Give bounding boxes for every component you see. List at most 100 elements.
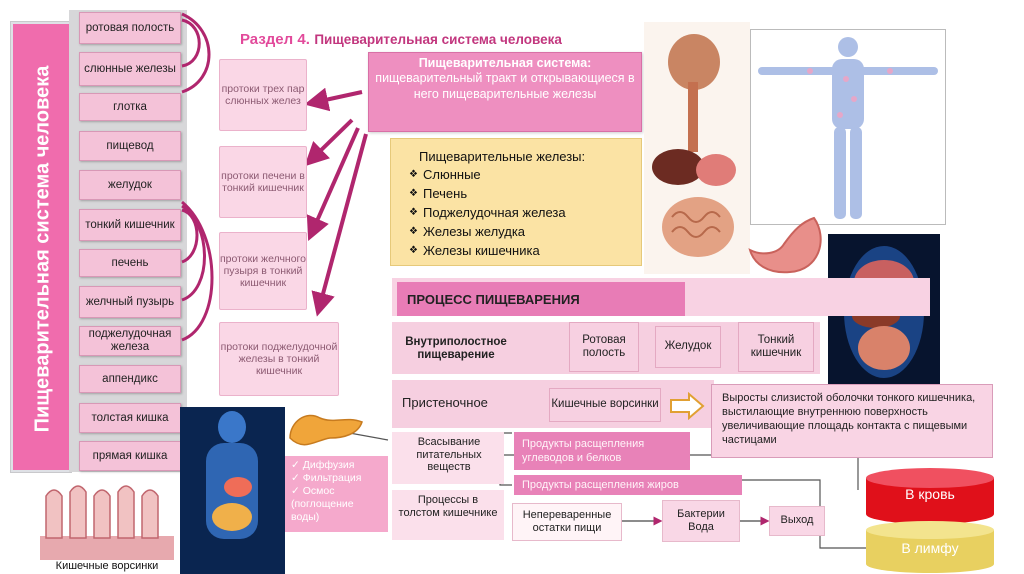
head-shape — [218, 411, 246, 443]
organ-box: пищевод — [79, 131, 181, 161]
pancreas-illustration — [289, 414, 363, 446]
undigested-text: Непереваренные остатки пищи — [522, 508, 612, 534]
carb-protein-products-text: Продукты расщепления углеводов и белков — [522, 438, 645, 464]
arrow-to-salivary — [304, 87, 363, 112]
system-definition-text: пищеварительный тракт и открывающиеся в … — [375, 71, 635, 101]
exit-box: Выход — [769, 506, 825, 536]
duct-box: протоки поджелудочной железы в тонкий ки… — [219, 322, 339, 396]
villi-label: Кишечные ворсинки — [551, 398, 659, 411]
gland-item: Слюнные — [409, 165, 641, 184]
curved-arrow — [181, 208, 199, 264]
absorption-method-text: Фильтрация — [302, 472, 362, 484]
organ-label: поджелудочная железа — [88, 328, 172, 353]
gland-item: Железы желудка — [409, 222, 641, 241]
curved-arrow — [181, 204, 206, 302]
villi-caption: Кишечные ворсинки — [55, 560, 159, 572]
organ-box: печень — [79, 249, 181, 277]
villi-base — [40, 536, 174, 560]
duct-label: протоки трех пар слюнных желез — [221, 82, 305, 107]
drum-body — [866, 530, 994, 573]
drum-body — [866, 478, 994, 524]
arrow-to-pancreas — [311, 133, 368, 317]
intestine-coils — [671, 211, 721, 238]
digestive-tract-illustration — [644, 22, 750, 274]
to-lymph-label: В лимфу — [901, 540, 959, 556]
organ-label: глотка — [113, 100, 147, 113]
head-shape — [668, 34, 720, 90]
body-xray-illustration — [180, 407, 285, 574]
curved-arrow — [181, 18, 201, 68]
figure-dot — [887, 68, 893, 74]
page-title: Раздел 4. Пищеварительная система челове… — [240, 31, 640, 49]
duct-label: протоки желчного пузыря в тонкий кишечни… — [220, 252, 306, 290]
villi-illustration — [40, 485, 174, 560]
figure-dot — [837, 112, 843, 118]
section-title: Пищеварительная система человека — [314, 32, 562, 47]
cavity-digestion-label: Внутриполостное пищеварение — [405, 336, 507, 362]
parietal-label: Пристеночное — [402, 395, 488, 410]
figure-arms — [758, 67, 938, 75]
intestine-shape — [212, 503, 252, 531]
cavity-item-label: Желудок — [664, 340, 712, 353]
organ-box: поджелудочная железа — [79, 326, 181, 356]
figure-head — [838, 37, 858, 57]
glands-title: Пищеварительные железы: — [419, 149, 586, 164]
absorption-methods-box: ✓ Диффузия ✓ Фильтрация ✓ Осмос (поглоще… — [285, 456, 388, 532]
absorption-method: ✓ Фильтрация — [291, 472, 362, 484]
drum-top — [866, 468, 994, 488]
vertical-title-panel: Пищеварительная система человека — [11, 22, 71, 472]
stomach-illustration — [748, 216, 822, 274]
exit-text: Выход — [780, 514, 814, 527]
villus — [69, 485, 87, 539]
carb-protein-products: Продукты расщепления углеводов и белков — [514, 432, 690, 470]
large-intestine-strip — [392, 490, 504, 540]
stomach-body — [748, 216, 822, 274]
pancreas-shape — [289, 414, 363, 446]
drum-top — [866, 521, 994, 539]
figure-left-leg — [834, 127, 846, 219]
glands-list: Слюнные Печень Поджелудочная железа Желе… — [409, 165, 641, 260]
stomach-shape — [696, 154, 736, 186]
outline-arrow — [670, 392, 705, 420]
duct-box: протоки трех пар слюнных желез — [219, 59, 307, 131]
undigested-box: Непереваренные остатки пищи — [512, 503, 622, 541]
intestine-shape — [662, 197, 734, 257]
organ-label: аппендикс — [102, 372, 158, 385]
organ-label: слюнные железы — [84, 62, 176, 75]
villus — [93, 489, 111, 539]
arrow-to-gallbladder — [306, 127, 360, 241]
organ-box: толстая кишка — [79, 403, 181, 433]
organ-label: пищевод — [106, 139, 154, 152]
organ-column — [69, 10, 187, 472]
absorption-method-text: Диффузия — [302, 459, 355, 471]
cavity-item-label: Ротовая полость — [582, 333, 626, 359]
organ-box: желудок — [79, 170, 181, 200]
organ-box: прямая кишка — [79, 441, 181, 471]
organ-box: слюнные железы — [79, 52, 181, 86]
cavity-item: Желудок — [655, 326, 721, 368]
dotted-human-figure — [750, 29, 946, 225]
villi-note: Выросты слизистой оболочки тонкого кишеч… — [711, 384, 993, 458]
duct-label: протоки печени в тонкий кишечник — [221, 169, 305, 194]
absorption-method: ✓ Диффузия — [291, 459, 355, 471]
cavity-item: Тонкий кишечник — [738, 322, 814, 372]
fat-products-text: Продукты расщепления жиров — [522, 479, 679, 491]
duct-box: протоки желчного пузыря в тонкий кишечни… — [219, 232, 307, 310]
lymph-drum — [866, 521, 994, 573]
organ-box: глотка — [79, 93, 181, 121]
large-intestine-label: Процессы в толстом кишечнике — [398, 494, 498, 519]
cavity-item: Ротовая полость — [569, 322, 639, 372]
process-title: ПРОЦЕСС ПИЩЕВАРЕНИЯ — [397, 282, 685, 316]
system-definition-box: Пищеварительная система: пищеварительный… — [368, 52, 642, 132]
organ-label: желудок — [108, 178, 152, 191]
figure-torso — [832, 59, 864, 129]
absorption-method: ✓ Осмос (поглощение воды) — [291, 485, 354, 523]
process-title-text: ПРОЦЕСС ПИЩЕВАРЕНИЯ — [407, 291, 580, 307]
glands-box: Пищеварительные железы: Слюнные Печень П… — [390, 138, 642, 266]
villi-note-text: Выросты слизистой оболочки тонкого кишеч… — [722, 392, 976, 446]
curved-arrow — [181, 200, 214, 342]
intestine-shape — [858, 326, 910, 370]
organ-box: ротовая полость — [79, 12, 181, 44]
to-blood-label: В кровь — [905, 486, 955, 502]
absorption-row-strip — [392, 432, 504, 484]
